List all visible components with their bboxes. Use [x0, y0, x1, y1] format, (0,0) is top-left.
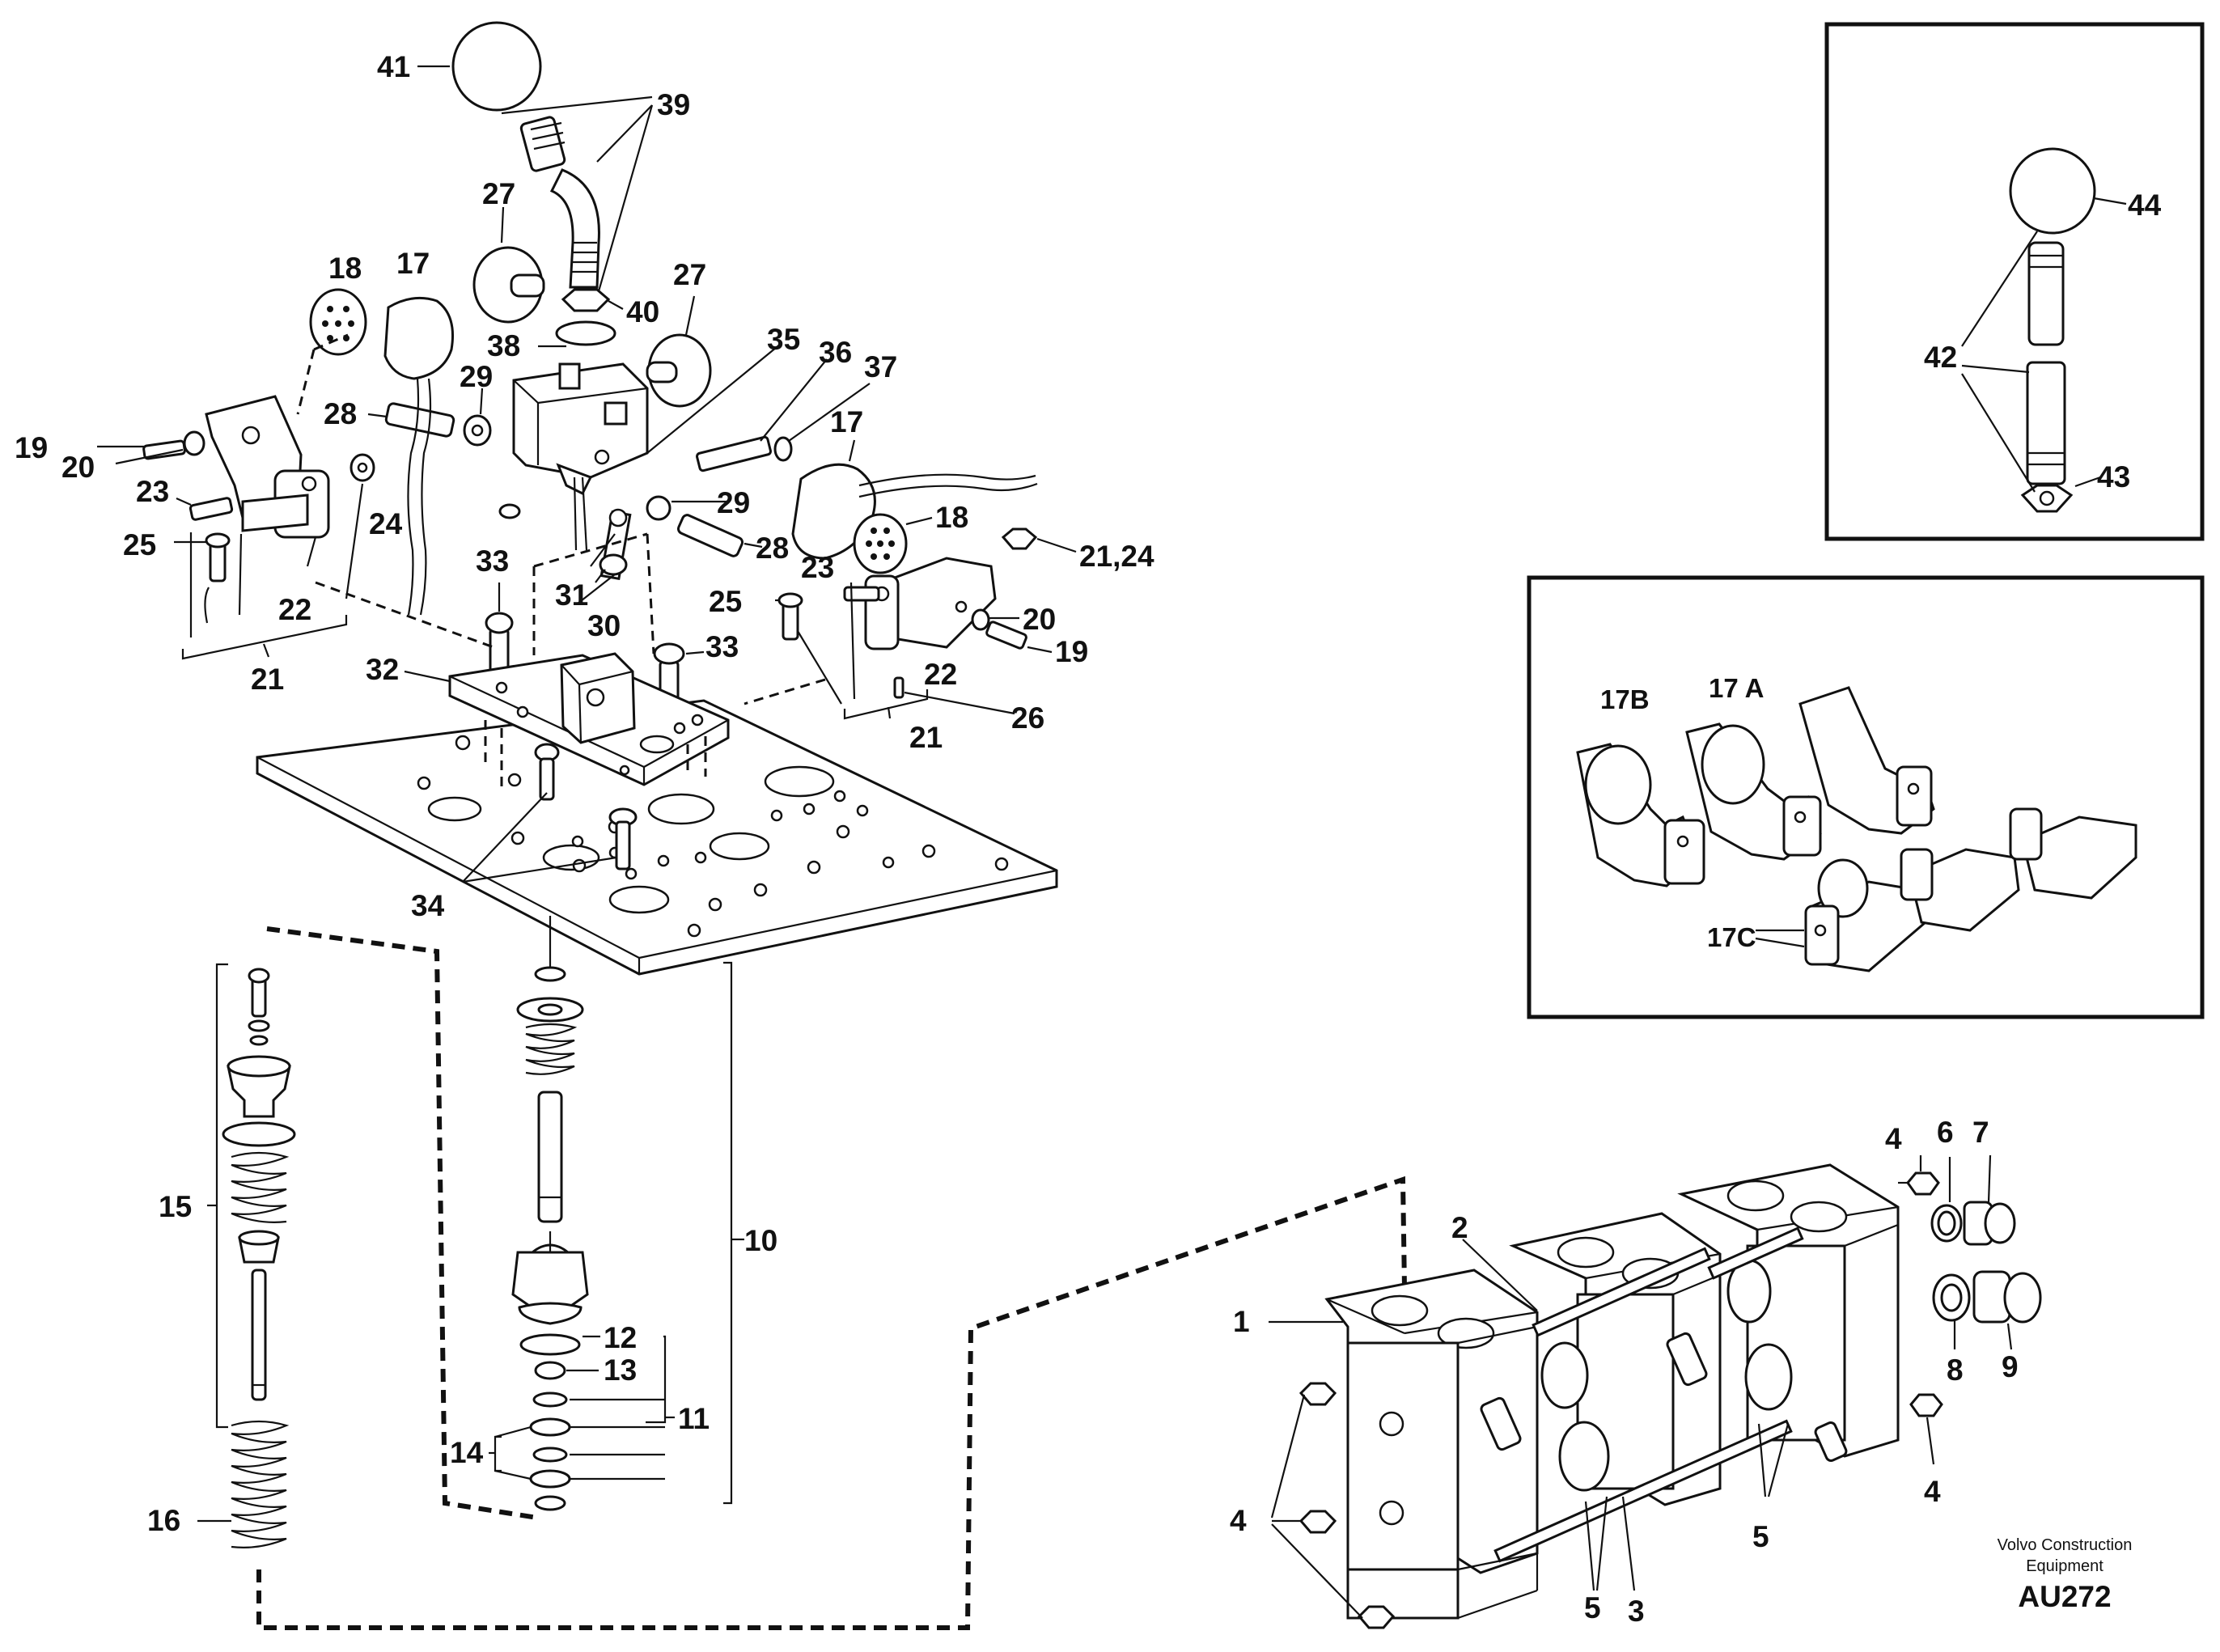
callout-10: 10	[744, 1224, 777, 1257]
callout-5-bottom: 5	[1584, 1591, 1601, 1624]
callout-12: 12	[604, 1321, 637, 1354]
callout-41: 41	[377, 50, 410, 83]
callout-4-top: 4	[1885, 1122, 1902, 1155]
callout-27-left: 27	[482, 177, 515, 210]
callout-22-right: 22	[924, 658, 957, 691]
callout-labels: 41 39 27 18 17 27 40 38 35 36 37 29 28 1…	[15, 50, 2162, 1628]
callout-7: 7	[1972, 1116, 1989, 1149]
joystick-assembly	[97, 21, 1077, 720]
callout-21-right: 21	[909, 721, 943, 754]
callout-17-left: 17	[396, 247, 430, 280]
callout-19-right: 19	[1055, 635, 1088, 668]
callout-5-right: 5	[1752, 1520, 1769, 1553]
callout-36: 36	[819, 336, 852, 369]
callout-26: 26	[1011, 701, 1044, 735]
callout-28-right: 28	[756, 532, 789, 565]
callout-24-left: 24	[369, 507, 403, 540]
callout-34: 34	[411, 889, 445, 922]
drawing-code: AU272	[2018, 1580, 2111, 1613]
inset-ball-knob	[1824, 22, 2205, 541]
callout-11: 11	[678, 1402, 710, 1435]
callout-19-left: 19	[15, 431, 48, 464]
callout-21-left: 21	[251, 663, 284, 696]
callout-4-left: 4	[1230, 1504, 1247, 1537]
callout-43: 43	[2097, 460, 2130, 493]
callout-2: 2	[1451, 1211, 1468, 1244]
callout-9: 9	[2002, 1350, 2019, 1383]
callout-35: 35	[767, 323, 800, 356]
callout-20-left: 20	[61, 451, 95, 484]
callout-27-right: 27	[673, 258, 706, 291]
spring-stack-center	[489, 916, 744, 1511]
callout-25-right: 25	[709, 585, 742, 618]
callout-17a: 17 A	[1709, 673, 1764, 703]
callout-31: 31	[555, 578, 588, 612]
callout-23-left: 23	[136, 475, 169, 508]
callout-14: 14	[450, 1436, 484, 1469]
callout-23-right: 23	[801, 551, 834, 584]
base-plate	[256, 699, 1058, 976]
callout-40: 40	[626, 295, 659, 328]
callout-18-right: 18	[935, 501, 968, 534]
callout-32: 32	[366, 653, 399, 686]
mount-block-32	[404, 652, 730, 883]
callout-6: 6	[1937, 1116, 1954, 1149]
callout-21-24: 21,24	[1079, 540, 1154, 573]
callout-38: 38	[487, 329, 520, 362]
callout-33-top: 33	[476, 544, 509, 578]
callout-37: 37	[864, 350, 897, 383]
callout-13: 13	[604, 1353, 637, 1387]
callout-33-right: 33	[705, 630, 739, 663]
callout-17c: 17C	[1707, 922, 1756, 952]
company-name-line2: Equipment	[2026, 1557, 2103, 1575]
callout-17-right: 17	[830, 405, 863, 438]
callout-17b: 17B	[1600, 684, 1650, 714]
footer-credit: Volvo Construction Equipment AU272	[1998, 1536, 2133, 1613]
company-name-line1: Volvo Construction	[1998, 1536, 2133, 1554]
callout-15: 15	[159, 1190, 192, 1223]
callout-30: 30	[587, 609, 621, 642]
callout-1: 1	[1233, 1305, 1250, 1338]
callout-20-right: 20	[1023, 603, 1056, 636]
valve-block-assembly	[1269, 1154, 2042, 1629]
dashed-connectors	[256, 926, 1407, 1630]
callout-4-right: 4	[1924, 1475, 1941, 1508]
callout-16: 16	[147, 1504, 180, 1537]
callout-22-left: 22	[278, 593, 311, 626]
callout-18-left: 18	[328, 252, 362, 285]
callout-25-left: 25	[123, 528, 156, 561]
callout-29-right: 29	[717, 486, 750, 519]
spring-stack-left	[197, 963, 296, 1548]
callout-44: 44	[2128, 188, 2162, 222]
callout-42: 42	[1924, 341, 1957, 374]
callout-3: 3	[1628, 1595, 1645, 1628]
callout-28-left: 28	[324, 397, 357, 430]
callout-29-left: 29	[460, 360, 493, 393]
inset-variants-17	[1527, 575, 2205, 1019]
callout-8: 8	[1947, 1353, 1964, 1387]
callout-39: 39	[657, 88, 690, 121]
